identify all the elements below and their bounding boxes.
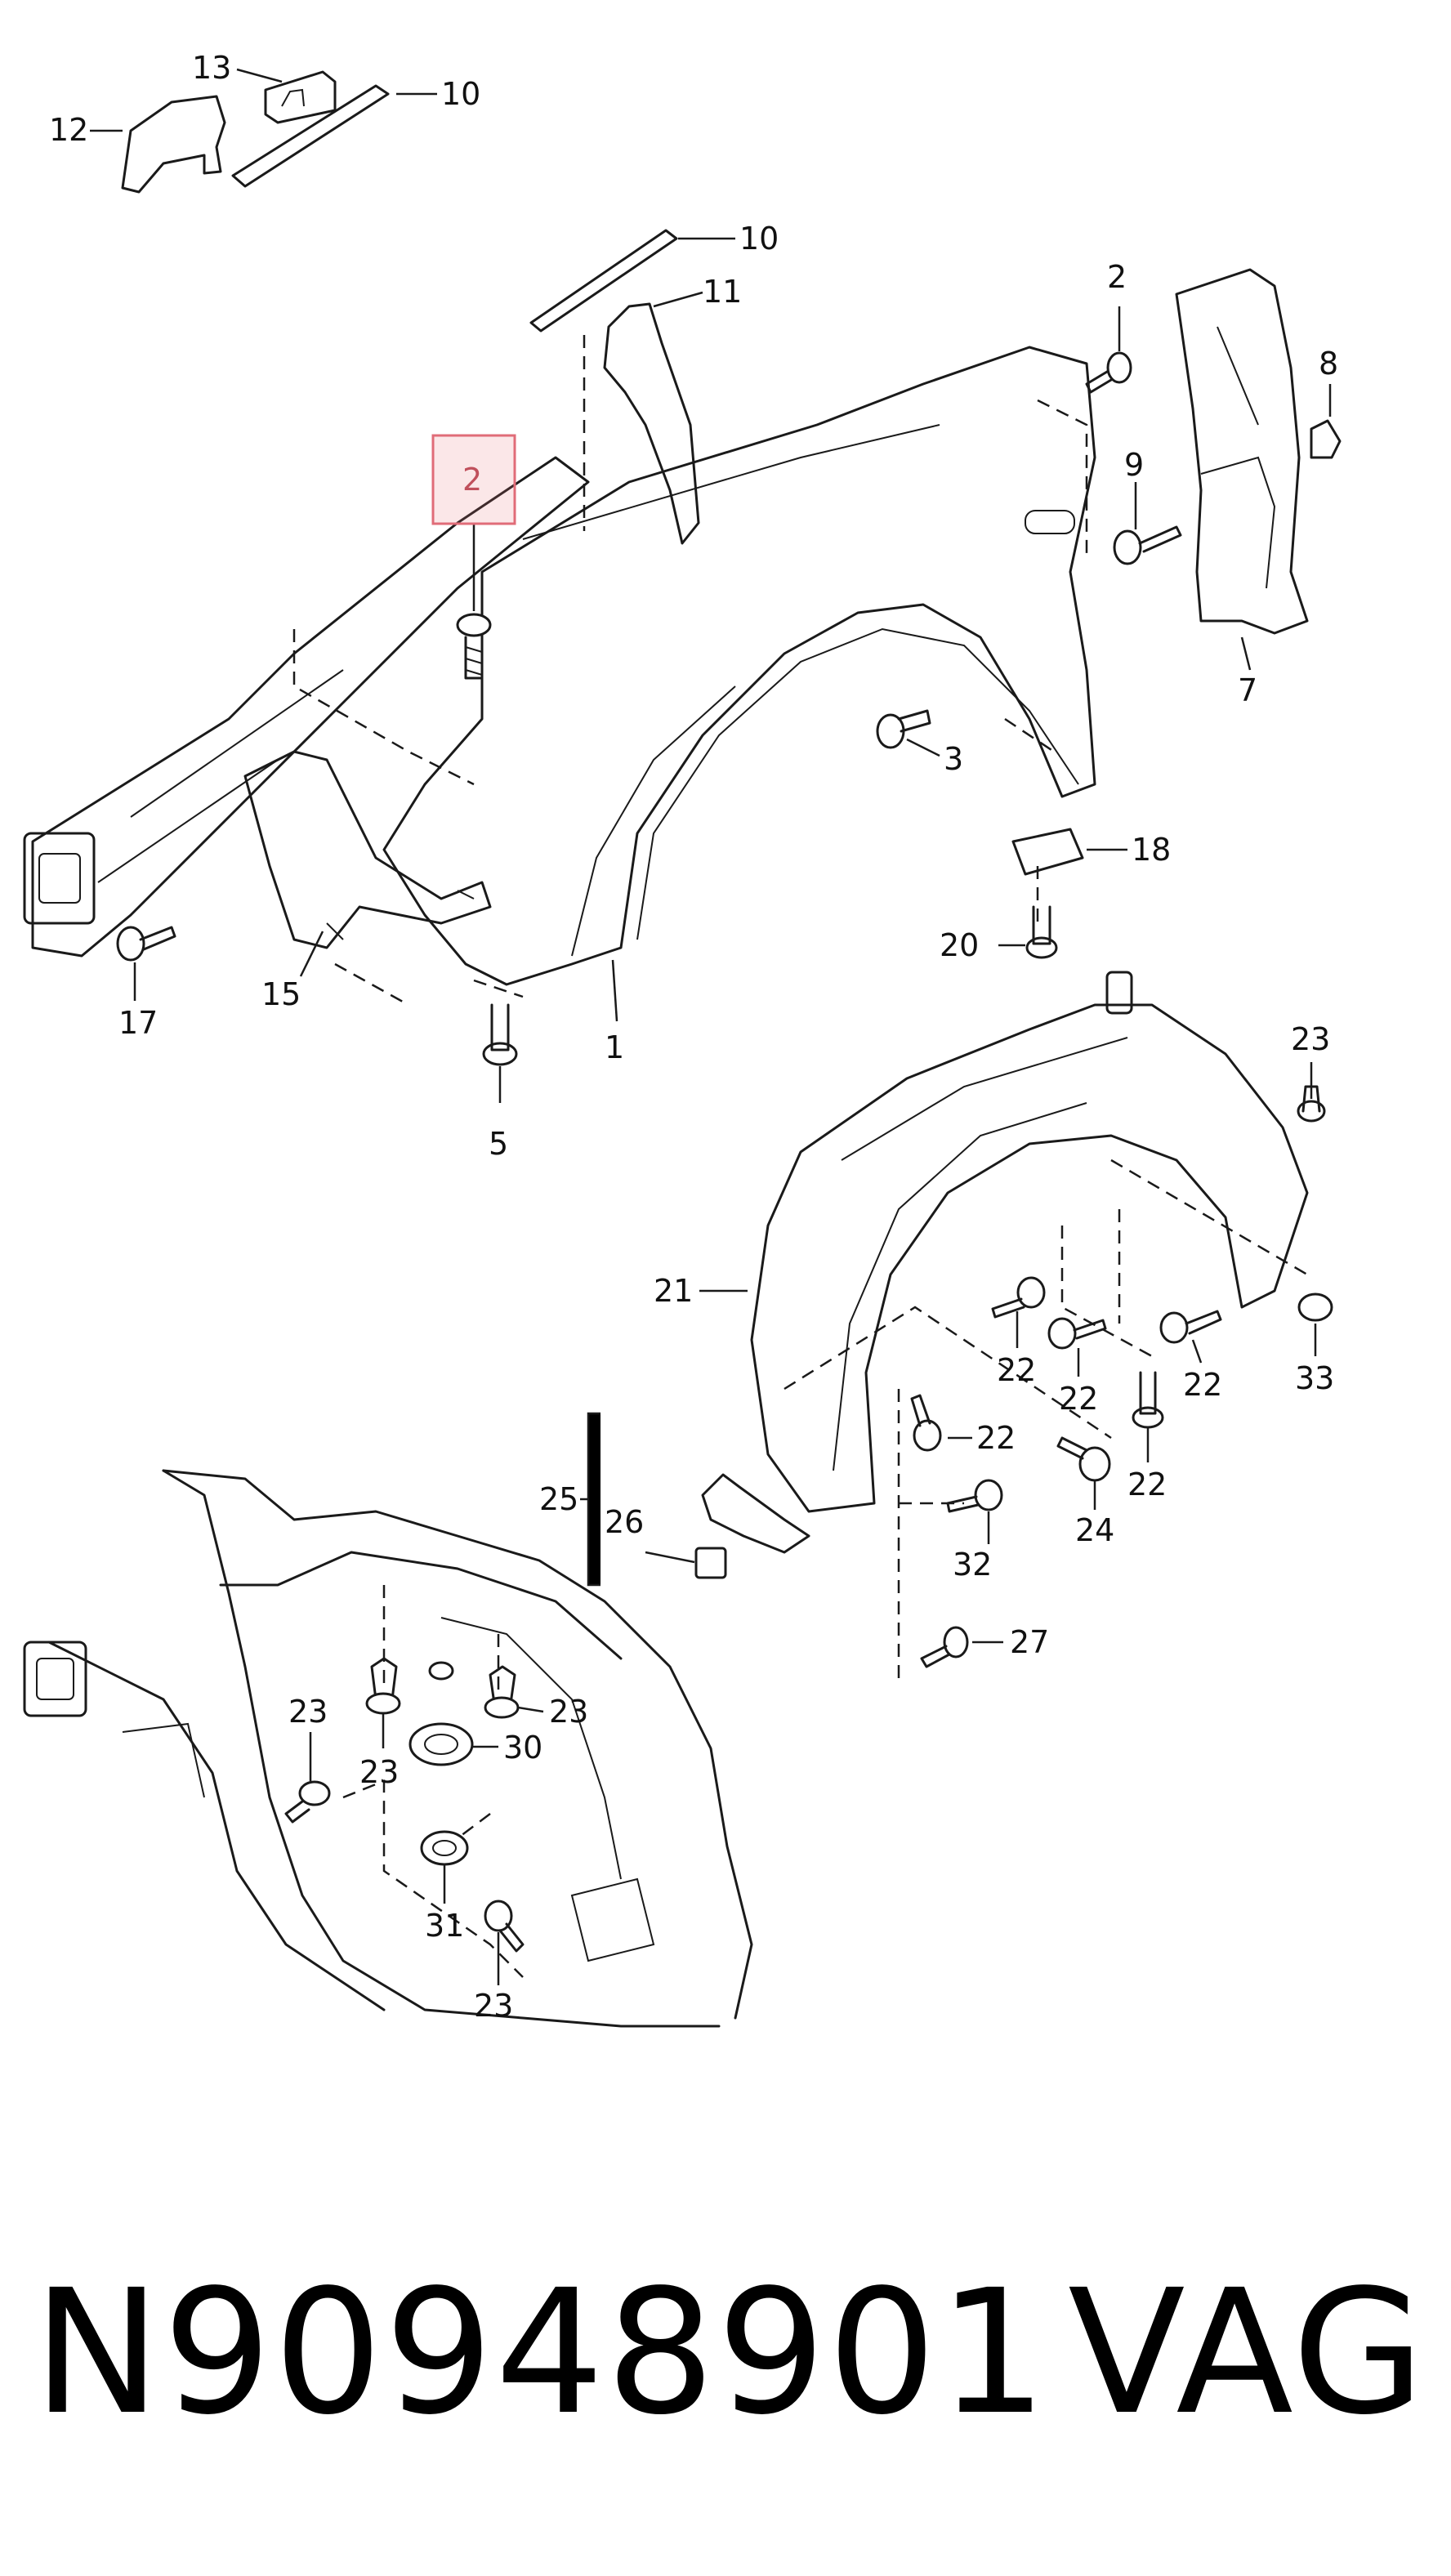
callout-22-e: 22 [1127, 1467, 1167, 1502]
callout-22-d: 22 [976, 1420, 1016, 1456]
part-10-strip-top [231, 84, 390, 188]
bolt-20 [1025, 905, 1058, 959]
bolt-5 [482, 1003, 518, 1066]
clip-23-inner-b [484, 1665, 520, 1719]
callout-33: 33 [1295, 1360, 1334, 1396]
part-17-frame-rail [23, 456, 590, 958]
clip-23-inner-d [484, 1900, 525, 1953]
part-15-support [243, 750, 492, 949]
part-number: N90948901 [33, 2252, 1049, 2453]
callout-21: 21 [654, 1273, 693, 1309]
brand-name: VAG [1068, 2252, 1426, 2453]
callout-10-top: 10 [441, 76, 480, 112]
washer-33 [1297, 1292, 1333, 1322]
footer: N90948901 VAG [0, 2255, 1451, 2451]
callout-23-inner-b: 23 [549, 1694, 588, 1730]
callout-9: 9 [1124, 447, 1144, 483]
bolt-2-right [1085, 351, 1132, 394]
part-21-wheel-liner [750, 971, 1309, 1513]
callout-1: 1 [605, 1029, 624, 1065]
callout-7: 7 [1238, 672, 1257, 708]
screw-32 [946, 1479, 1003, 1513]
callout-15: 15 [261, 976, 301, 1012]
callout-31: 31 [425, 1908, 464, 1944]
callout-25: 25 [539, 1481, 578, 1517]
screw-22a [991, 1276, 1046, 1319]
clip-23-inner-a [365, 1657, 401, 1715]
part-1-fender [382, 346, 1096, 986]
part-7-bracket [1175, 268, 1309, 635]
callout-23-inner-a: 23 [288, 1694, 328, 1730]
clip-23-inner-c [284, 1780, 331, 1824]
callout-2-highlighted: 2 [462, 462, 482, 498]
callout-23-inner-d: 23 [474, 1988, 513, 2024]
parts-diagram: 13 10 12 10 11 2 8 9 2 7 3 18 20 15 1 17… [23, 50, 1342, 2028]
callout-26: 26 [605, 1504, 644, 1540]
screw-22e [1132, 1371, 1164, 1429]
grommet-31 [420, 1830, 469, 1866]
callout-11: 11 [703, 274, 742, 310]
bolt-9 [1113, 525, 1182, 565]
screw-24 [1056, 1436, 1111, 1482]
callout-13: 13 [192, 50, 231, 86]
screw-22b [1047, 1317, 1107, 1350]
grommet-30 [409, 1661, 474, 1766]
callout-32: 32 [953, 1547, 992, 1583]
screw-22d [910, 1394, 942, 1452]
callout-18: 18 [1132, 832, 1171, 868]
bolt-2-top [456, 613, 492, 680]
callout-30: 30 [503, 1730, 542, 1766]
callout-17: 17 [118, 1005, 158, 1041]
callout-5: 5 [489, 1126, 508, 1162]
callout-20: 20 [940, 927, 979, 963]
clip-8 [1310, 419, 1342, 459]
callout-27: 27 [1010, 1624, 1049, 1660]
callout-23-liner: 23 [1291, 1021, 1330, 1057]
bolt-17 [116, 926, 176, 962]
part-11-sealing-piece [603, 302, 700, 545]
inner-view-wheelarch [23, 1469, 753, 2028]
bolt-3 [876, 709, 931, 749]
clip-27 [920, 1626, 969, 1668]
callout-3: 3 [944, 741, 963, 777]
callout-22-b: 22 [1059, 1381, 1098, 1417]
screw-22c [1159, 1310, 1222, 1344]
part-12-bracket [121, 95, 226, 194]
highlight-box [431, 434, 516, 525]
callout-2-right: 2 [1107, 259, 1127, 295]
bracket-25-26 [694, 1473, 810, 1579]
callout-10-main: 10 [739, 221, 779, 257]
bracket-18 [1011, 828, 1084, 876]
part-10-strip-main [529, 229, 678, 333]
callout-22-c: 22 [1183, 1367, 1222, 1403]
callout-22-a: 22 [997, 1352, 1036, 1388]
callout-12: 12 [49, 112, 88, 148]
callout-23-inner-c: 23 [359, 1754, 399, 1790]
callout-24: 24 [1075, 1512, 1114, 1548]
callout-8: 8 [1319, 346, 1338, 382]
